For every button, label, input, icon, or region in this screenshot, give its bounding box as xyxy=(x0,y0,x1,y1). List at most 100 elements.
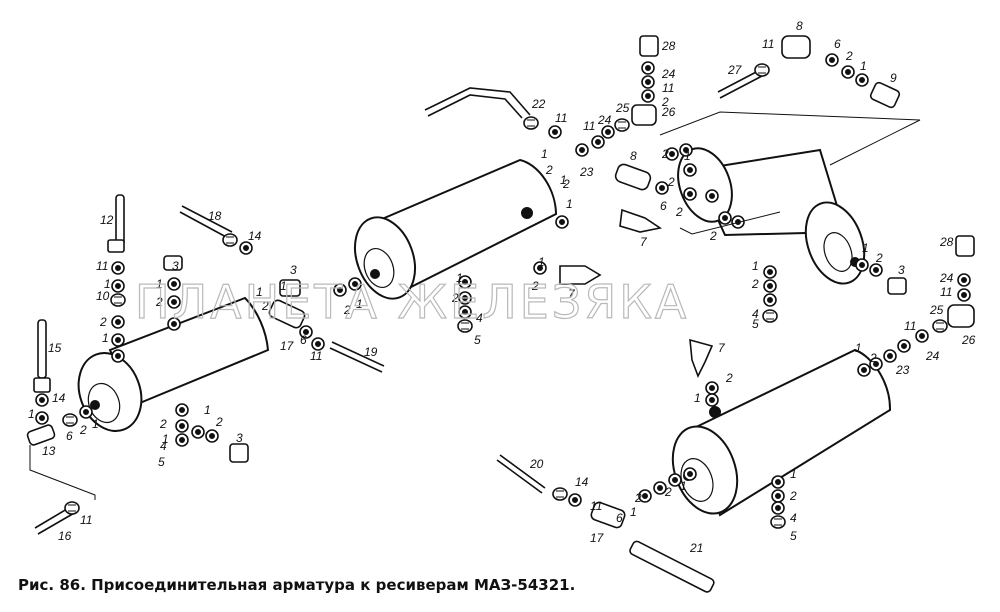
callout-17: 17 xyxy=(590,531,605,545)
callout-24: 24 xyxy=(925,349,940,363)
callout-1: 1 xyxy=(102,331,109,345)
callout-1: 1 xyxy=(790,467,797,481)
callout-26: 26 xyxy=(661,105,676,119)
callout-23: 23 xyxy=(579,165,594,179)
callout-8: 8 xyxy=(796,19,803,33)
callout-26: 26 xyxy=(961,333,976,347)
callout-5: 5 xyxy=(474,333,481,347)
callout-24: 24 xyxy=(597,113,612,127)
callout-1: 1 xyxy=(684,149,691,163)
callout-1: 1 xyxy=(860,59,867,73)
callout-1: 1 xyxy=(855,341,862,355)
callout-4: 4 xyxy=(752,307,759,321)
callout-14: 14 xyxy=(52,391,66,405)
callout-27: 27 xyxy=(727,63,743,77)
leader-lines xyxy=(29,111,921,500)
callout-2: 2 xyxy=(79,423,87,437)
callout-2: 2 xyxy=(661,147,669,161)
callout-13: 13 xyxy=(42,444,56,458)
callout-11: 11 xyxy=(590,499,602,513)
callout-28: 28 xyxy=(939,235,954,249)
pipe-tubes xyxy=(34,69,763,593)
callout-2: 2 xyxy=(789,489,797,503)
callout-11: 11 xyxy=(96,259,108,273)
callout-1: 1 xyxy=(92,417,99,431)
callout-14: 14 xyxy=(575,475,589,489)
callout-1: 1 xyxy=(156,277,163,291)
callout-1: 1 xyxy=(104,277,111,291)
callout-4: 4 xyxy=(476,311,483,325)
callout-3: 3 xyxy=(290,263,297,277)
callout-1: 1 xyxy=(162,432,169,446)
callout-2: 2 xyxy=(869,351,877,365)
callout-4: 4 xyxy=(790,511,797,525)
callout-1: 1 xyxy=(752,259,759,273)
callout-21: 21 xyxy=(689,541,703,555)
callout-7: 7 xyxy=(640,235,648,249)
callout-2: 2 xyxy=(451,291,459,305)
callout-28: 28 xyxy=(661,39,676,53)
callout-2: 2 xyxy=(531,279,539,293)
callout-19: 19 xyxy=(364,345,378,359)
callout-22: 22 xyxy=(531,97,546,111)
callout-11: 11 xyxy=(310,349,322,363)
callout-2: 2 xyxy=(99,315,107,329)
callout-6: 6 xyxy=(616,511,623,525)
callout-7: 7 xyxy=(718,341,726,355)
figure-caption: Рис. 86. Присоединительная арматура к ре… xyxy=(18,576,576,594)
callout-20: 20 xyxy=(529,457,544,471)
callout-1: 1 xyxy=(680,479,687,493)
callout-5: 5 xyxy=(158,455,165,469)
callout-2: 2 xyxy=(545,163,553,177)
callout-2: 2 xyxy=(725,371,733,385)
callout-1: 1 xyxy=(256,285,263,299)
fittings xyxy=(26,35,975,529)
callout-11: 11 xyxy=(662,81,674,95)
callout-6: 6 xyxy=(300,333,307,347)
callout-25: 25 xyxy=(929,303,944,317)
callout-2: 2 xyxy=(751,277,759,291)
callout-10: 10 xyxy=(96,289,110,303)
callout-2: 2 xyxy=(343,303,351,317)
callout-1: 1 xyxy=(862,241,869,255)
callout-labels: 12 11 10 1 2 1 3 1 2 15 14 1 6 2 1 13 11… xyxy=(28,19,976,555)
callout-1: 1 xyxy=(541,147,548,161)
callout-11: 11 xyxy=(904,319,916,333)
callout-12: 12 xyxy=(100,213,114,227)
callout-2: 2 xyxy=(675,205,683,219)
callout-2: 2 xyxy=(159,417,167,431)
callout-1: 1 xyxy=(538,255,545,269)
callout-1: 1 xyxy=(28,407,35,421)
callout-2: 2 xyxy=(215,415,223,429)
callout-1: 1 xyxy=(456,271,463,285)
callout-2: 2 xyxy=(261,299,269,313)
receiver-2 xyxy=(354,158,558,300)
callout-6: 6 xyxy=(834,37,841,51)
callout-25: 25 xyxy=(615,101,630,115)
callout-2: 2 xyxy=(155,295,163,309)
callout-2: 2 xyxy=(845,49,853,63)
callout-6: 6 xyxy=(660,199,667,213)
callout-17: 17 xyxy=(280,339,295,353)
callout-2: 2 xyxy=(709,229,717,243)
callout-9: 9 xyxy=(890,71,897,85)
callout-24: 24 xyxy=(939,271,954,285)
callout-11: 11 xyxy=(80,513,92,527)
callout-16: 16 xyxy=(58,529,72,543)
callout-5: 5 xyxy=(790,529,797,543)
callout-23: 23 xyxy=(895,363,910,377)
callout-11: 11 xyxy=(555,111,567,125)
receiver-4 xyxy=(671,348,892,517)
callout-2: 2 xyxy=(634,491,642,505)
callout-24: 24 xyxy=(661,67,676,81)
callout-3: 3 xyxy=(172,259,179,273)
callout-2: 2 xyxy=(667,175,675,189)
callout-18: 18 xyxy=(208,209,222,223)
callout-2: 2 xyxy=(664,485,672,499)
callout-11: 11 xyxy=(940,285,952,299)
callout-2: 2 xyxy=(562,177,570,191)
callout-1: 1 xyxy=(356,297,363,311)
callout-3: 3 xyxy=(236,431,243,445)
callout-15: 15 xyxy=(48,341,62,355)
